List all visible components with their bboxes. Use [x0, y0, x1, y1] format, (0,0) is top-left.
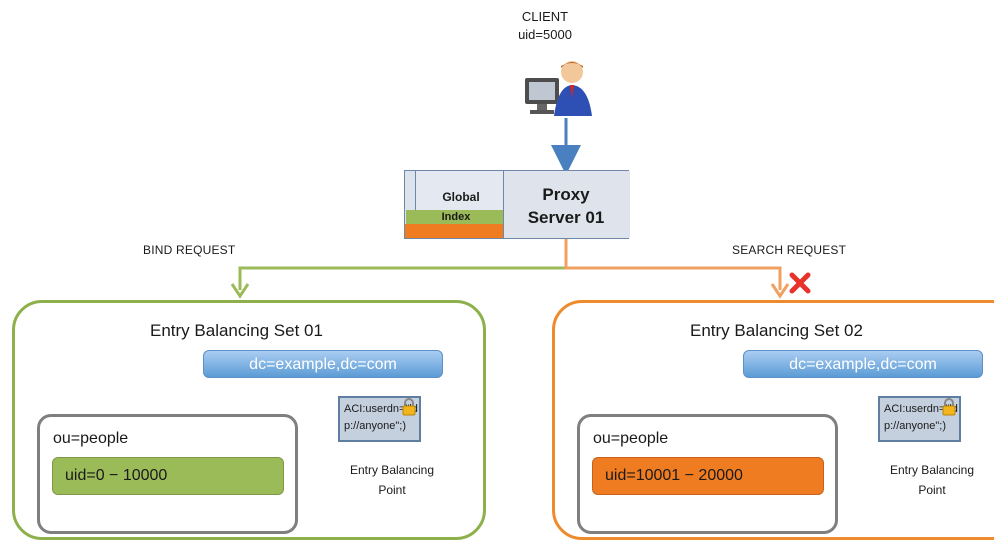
blocked-x-icon [789, 272, 811, 294]
set2-entry-balancing-point: Entry Balancing Point [877, 460, 987, 500]
client-computer-icon [520, 58, 600, 120]
proxy-server-panel [503, 171, 630, 238]
proxy-label-line2: Server 01 [527, 208, 605, 227]
bind-arrow-head [230, 283, 250, 299]
set1-ebp-line1: Entry Balancing [349, 463, 435, 477]
set1-ou-label: ou=people [53, 430, 129, 447]
set2-dn-bar: dc=example,dc=com [743, 350, 983, 378]
connector-lines [230, 118, 866, 459]
set1-ebp-line2: Point [378, 483, 406, 497]
set2-ebp-line2: Point [918, 483, 946, 497]
set1-aci-line2: p://anyone";) [344, 420, 406, 432]
search-request-label: SEARCH REQUEST [732, 243, 847, 257]
set2-uid-range: uid=10001 − 20000 [592, 457, 824, 495]
client-label: CLIENT uid=5000 [505, 8, 585, 44]
search-request-line [564, 239, 782, 290]
set1-title: Entry Balancing Set 01 [150, 321, 323, 340]
proxy-server-box: Global Index Proxy Server 01 [404, 170, 630, 239]
set1-aci-box: ACI:userdn="ld p://anyone";) [338, 396, 421, 442]
set1-dn-bar: dc=example,dc=com [203, 350, 443, 378]
set2-title: Entry Balancing Set 02 [690, 321, 863, 340]
index-label: Index [406, 210, 506, 224]
client-uid: uid=5000 [518, 27, 572, 42]
lock-icon [401, 398, 417, 416]
set2-aci-box: ACI:userdn="ld p://anyone";) [878, 396, 961, 442]
bind-request-line [238, 239, 568, 290]
search-arrow-head [770, 283, 790, 299]
proxy-server-label: Proxy Server 01 [503, 183, 629, 229]
global-label: Global [442, 190, 480, 204]
set2-aci-line2: p://anyone";) [884, 420, 946, 432]
global-index-panel: Global Index [406, 171, 506, 225]
proxy-label-line1: Proxy [542, 185, 590, 204]
set1-aci-line1: ACI:userdn="ld [344, 403, 418, 415]
bind-request-label: BIND REQUEST [143, 243, 236, 257]
set2-aci-line1: ACI:userdn="ld [884, 403, 958, 415]
lock-icon [941, 398, 957, 416]
set1-entry-balancing-point: Entry Balancing Point [337, 460, 447, 500]
set1-uid-range: uid=0 − 10000 [52, 457, 284, 495]
client-title: CLIENT [521, 9, 569, 24]
set2-ebp-line1: Entry Balancing [889, 463, 975, 477]
set2-ou-label: ou=people [593, 430, 669, 447]
global-index-orange-bar [405, 224, 503, 238]
